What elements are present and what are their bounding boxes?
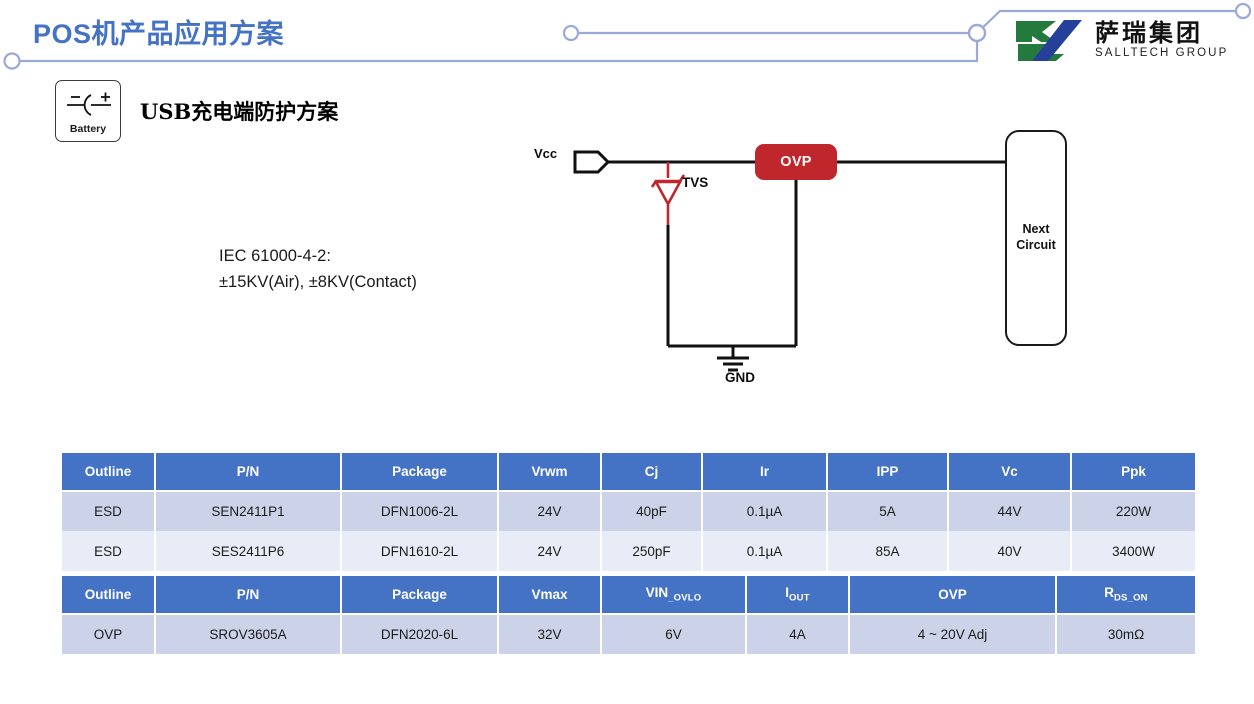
column-header-package: Package bbox=[341, 576, 499, 615]
table-cell: 5A bbox=[827, 491, 949, 531]
column-header-rds-on: RDS_ON bbox=[1056, 576, 1195, 615]
table-cell: OVP bbox=[62, 614, 156, 654]
circuit-diagram: OVP Next Circuit Vcc TVS GND bbox=[510, 120, 1110, 410]
logo-english-name: SALLTECH GROUP bbox=[1095, 47, 1229, 60]
table-cell: SROV3605A bbox=[155, 614, 342, 654]
column-header-outline: Outline bbox=[62, 576, 156, 615]
iec-spec-note: IEC 61000-4-2: ±15KV(Air), ±8KV(Contact) bbox=[219, 244, 417, 295]
column-header-package: Package bbox=[341, 453, 499, 492]
battery-label: Battery bbox=[69, 123, 107, 135]
column-header-vc: Vc bbox=[948, 453, 1072, 492]
column-header-vin-ovlo: VIN_OVLO bbox=[601, 576, 747, 615]
page-title: POS机产品应用方案 bbox=[33, 19, 285, 49]
column-header-vrwm: Vrwm bbox=[498, 453, 602, 492]
deco-circle-right bbox=[1234, 2, 1252, 20]
column-header-cj: Cj bbox=[601, 453, 703, 492]
table-cell: ESD bbox=[62, 531, 156, 571]
table-cell: 40pF bbox=[601, 491, 703, 531]
table-cell: 6V bbox=[601, 614, 747, 654]
table-cell: SEN2411P1 bbox=[155, 491, 342, 531]
table-cell: 40V bbox=[948, 531, 1072, 571]
table-cell: DFN1006-2L bbox=[341, 491, 499, 531]
table-cell: DFN1610-2L bbox=[341, 531, 499, 571]
gnd-label: GND bbox=[725, 370, 755, 385]
battery-badge: Battery bbox=[55, 80, 121, 142]
table-cell: 30mΩ bbox=[1056, 614, 1195, 654]
vcc-label: Vcc bbox=[534, 146, 558, 161]
section-title: USB充电端防护方案 bbox=[140, 99, 339, 124]
next-circuit-line-2: Circuit bbox=[1016, 238, 1056, 252]
column-header-p-n: P/N bbox=[155, 576, 342, 615]
table-cell: DFN2020-6L bbox=[341, 614, 499, 654]
column-header-p-n: P/N bbox=[155, 453, 342, 492]
table-cell: 250pF bbox=[601, 531, 703, 571]
table-cell: SES2411P6 bbox=[155, 531, 342, 571]
column-header-ppk: Ppk bbox=[1071, 453, 1195, 492]
salltech-logo-mark bbox=[1016, 20, 1082, 61]
logo-chinese-name: 萨瑞集团 bbox=[1095, 18, 1203, 47]
header-decoration bbox=[3, 2, 1252, 70]
table-cell: 85A bbox=[827, 531, 949, 571]
table-cell: 0.1µA bbox=[702, 531, 828, 571]
table-cell: 32V bbox=[498, 614, 602, 654]
table-cell: 24V bbox=[498, 531, 602, 571]
ovp-block: OVP bbox=[755, 144, 837, 180]
next-circuit-block: Next Circuit bbox=[1005, 130, 1067, 346]
iec-line-1: IEC 61000-4-2: bbox=[219, 247, 331, 265]
table-cell: 24V bbox=[498, 491, 602, 531]
table-cell: ESD bbox=[62, 491, 156, 531]
column-header-ipp: IPP bbox=[827, 453, 949, 492]
deco-circle-left bbox=[3, 52, 21, 70]
deco-circle-mid bbox=[562, 24, 580, 42]
deco-circle-node bbox=[967, 23, 987, 43]
table-cell: 0.1µA bbox=[702, 491, 828, 531]
iec-line-2: ±15KV(Air), ±8KV(Contact) bbox=[219, 272, 417, 291]
battery-symbol-icon bbox=[67, 92, 111, 116]
table-cell: 4 ~ 20V Adj bbox=[849, 614, 1057, 654]
tvs-label: TVS bbox=[682, 175, 709, 190]
company-logo: 萨瑞集团 SALLTECH GROUP bbox=[1012, 18, 1228, 64]
column-header-ir: Ir bbox=[702, 453, 828, 492]
table-cell: 3400W bbox=[1071, 531, 1195, 571]
table-cell: 44V bbox=[948, 491, 1072, 531]
column-header-iout: IOUT bbox=[746, 576, 850, 615]
column-header-outline: Outline bbox=[62, 453, 156, 492]
table-cell: 220W bbox=[1071, 491, 1195, 531]
column-header-ovp: OVP bbox=[849, 576, 1057, 615]
next-circuit-line-1: Next bbox=[1022, 222, 1050, 237]
circuit-wires bbox=[573, 150, 1005, 372]
column-header-vmax: Vmax bbox=[498, 576, 602, 615]
table-cell: 4A bbox=[746, 614, 850, 654]
